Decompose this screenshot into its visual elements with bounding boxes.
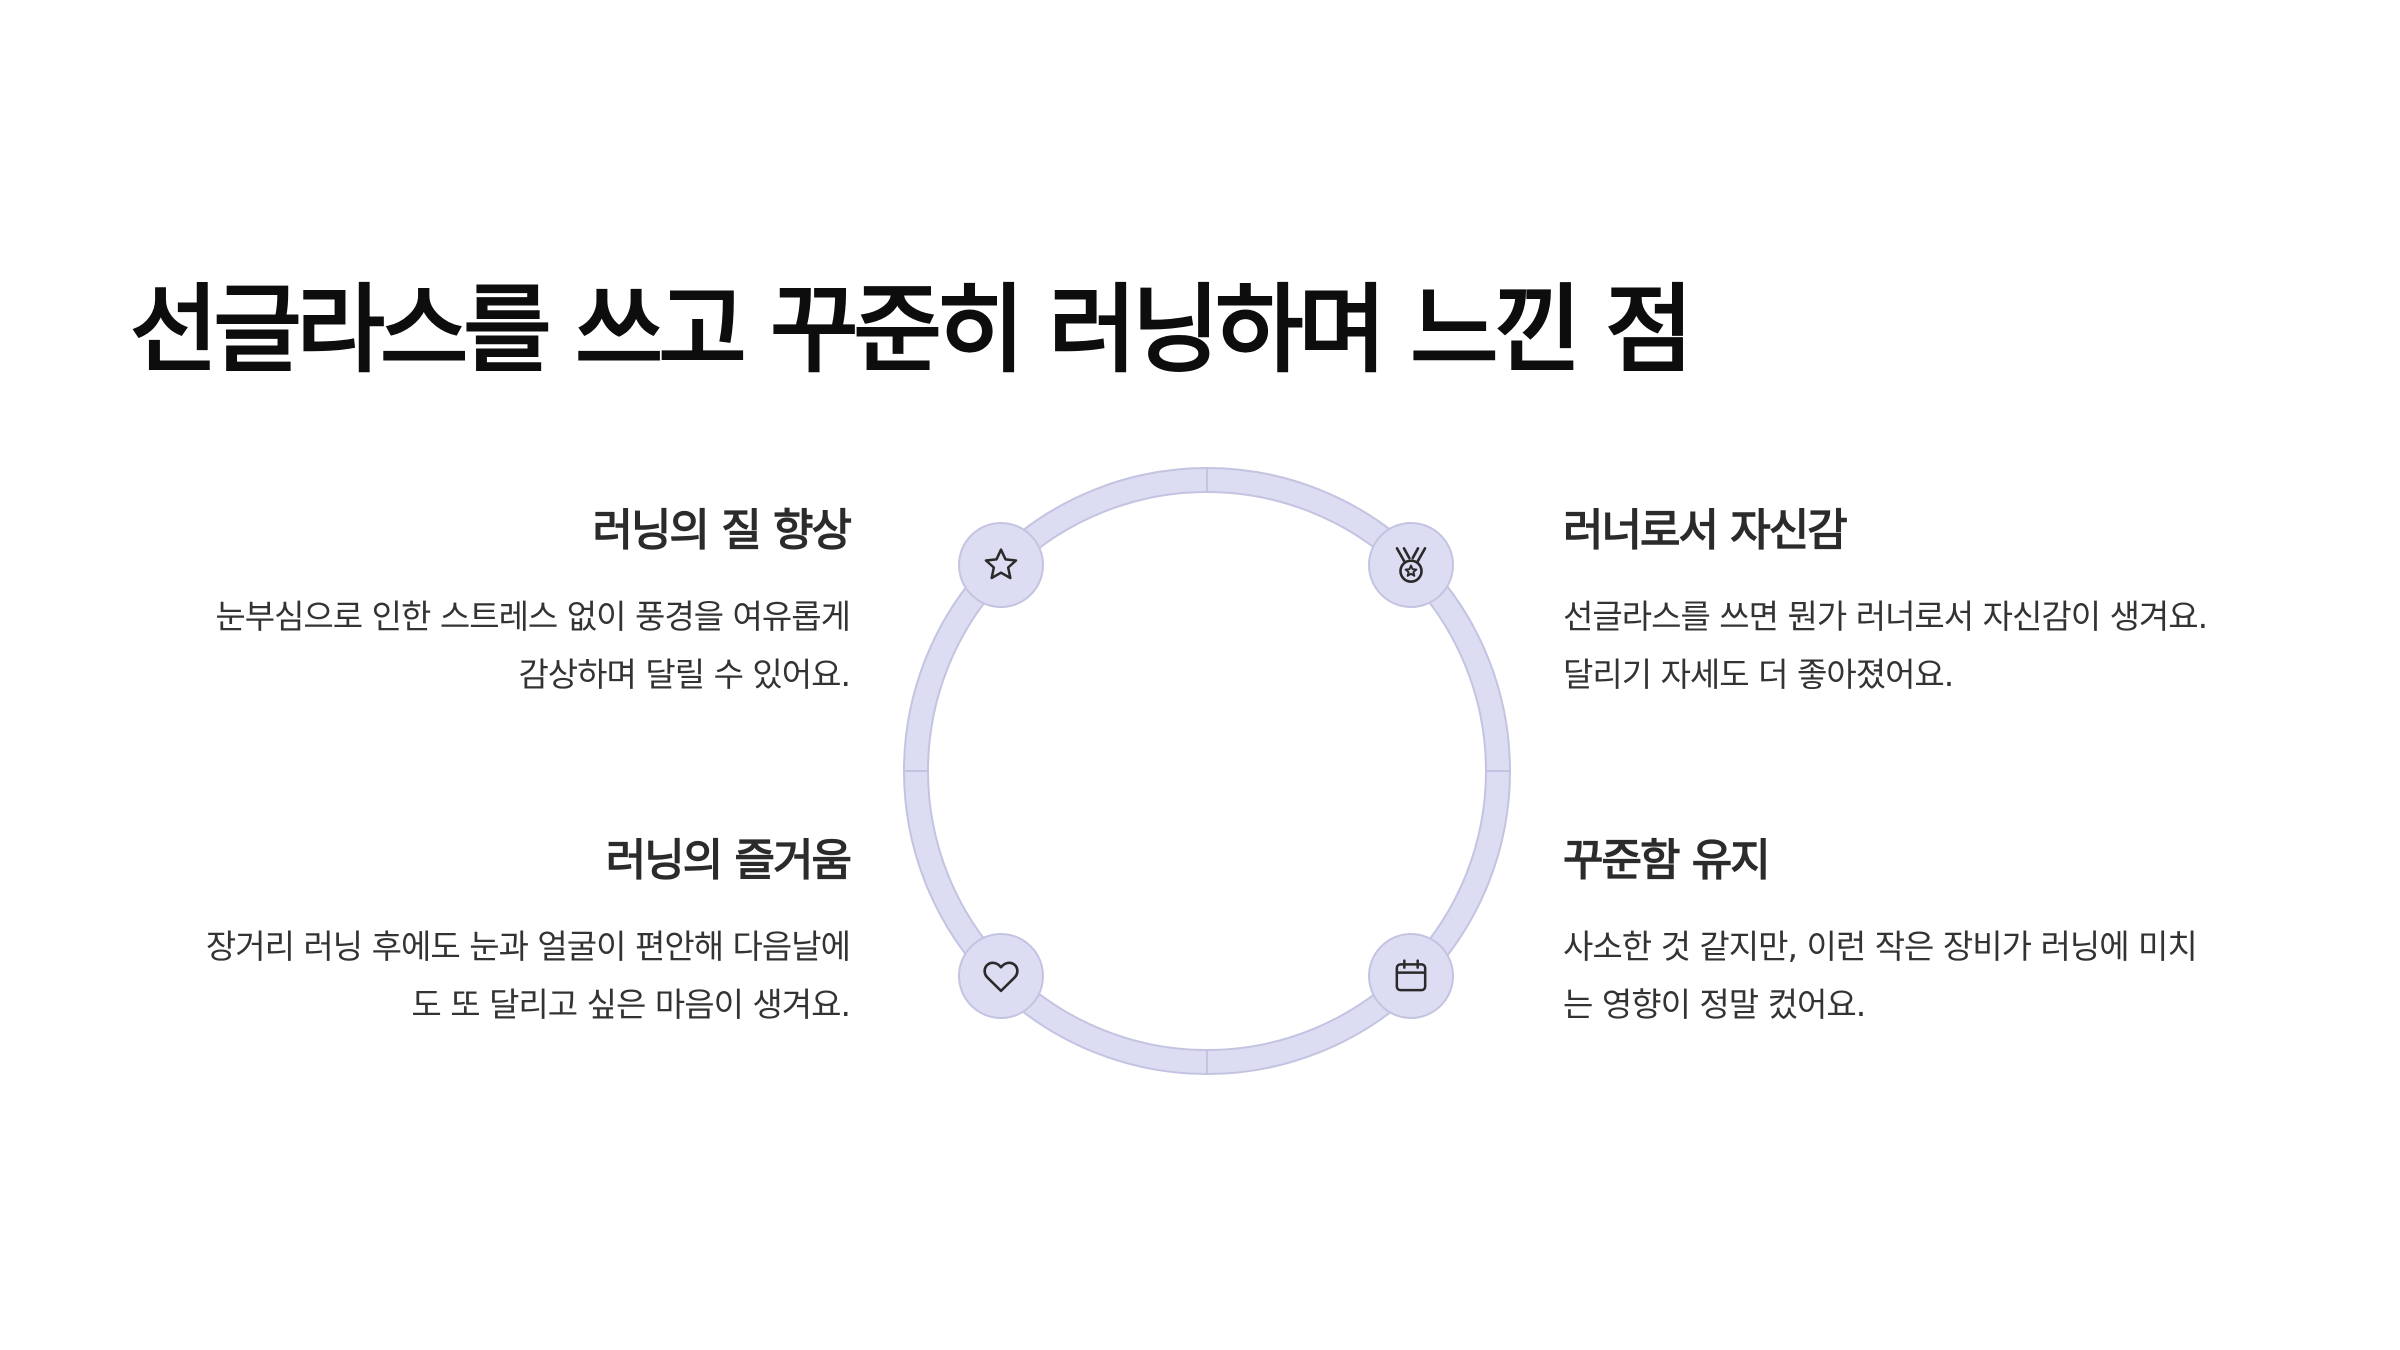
item-heading: 꾸준함 유지 (1563, 835, 1771, 886)
item-heading: 러닝의 질 향상 (592, 505, 852, 556)
item-description-line: 도 또 달리고 싶은 마음이 생겨요. (411, 984, 851, 1024)
item-description: 장거리 러닝 후에도 눈과 얼굴이 편안해 다음날에 도 또 달리고 싶은 마음… (130, 918, 851, 1034)
item-description: 선글라스를 쓰면 뭔가 러너로서 자신감이 생겨요. 달리기 자세도 더 좋아졌… (1563, 588, 2283, 704)
page-title: 선글라스를 쓰고 꾸준히 러닝하며 느낀 점 (130, 274, 1694, 386)
item-description-line: 장거리 러닝 후에도 눈과 얼굴이 편안해 다음날에 (205, 926, 851, 966)
item-description-line: 선글라스를 쓰면 뭔가 러너로서 자신감이 생겨요. (1563, 596, 2208, 636)
medal-node (1368, 522, 1454, 608)
star-icon (984, 548, 1018, 580)
heart-node (958, 933, 1044, 1019)
item-description-line: 는 영향이 정말 컸어요. (1563, 984, 1866, 1024)
item-consistency: 꾸준함 유지 사소한 것 같지만, 이런 작은 장비가 러닝에 미치 는 영향이… (1563, 835, 2283, 1034)
calendar-node (1368, 933, 1454, 1019)
item-heading: 러너로서 자신감 (1563, 505, 1848, 556)
item-description-line: 감상하며 달릴 수 있어요. (518, 654, 851, 694)
item-running-quality: 러닝의 질 향상 눈부심으로 인한 스트레스 없이 풍경을 여유롭게 감상하며 … (130, 505, 852, 704)
item-runner-confidence: 러너로서 자신감 선글라스를 쓰면 뭔가 러너로서 자신감이 생겨요. 달리기 … (1563, 505, 2283, 704)
medal-icon (1395, 547, 1427, 583)
item-description-line: 사소한 것 같지만, 이런 작은 장비가 러닝에 미치 (1563, 926, 2198, 966)
star-node (958, 522, 1044, 608)
heart-icon (983, 961, 1019, 993)
item-heading: 러닝의 즐거움 (605, 835, 852, 886)
item-description-line: 눈부심으로 인한 스트레스 없이 풍경을 여유롭게 (215, 596, 851, 636)
item-running-joy: 러닝의 즐거움 장거리 러닝 후에도 눈과 얼굴이 편안해 다음날에 도 또 달… (130, 835, 852, 1034)
calendar-icon (1395, 959, 1427, 992)
item-description: 사소한 것 같지만, 이런 작은 장비가 러닝에 미치 는 영향이 정말 컸어요… (1563, 918, 2283, 1034)
item-description-line: 달리기 자세도 더 좋아졌어요. (1563, 654, 1954, 694)
item-description: 눈부심으로 인한 스트레스 없이 풍경을 여유롭게 감상하며 달릴 수 있어요. (130, 588, 851, 704)
